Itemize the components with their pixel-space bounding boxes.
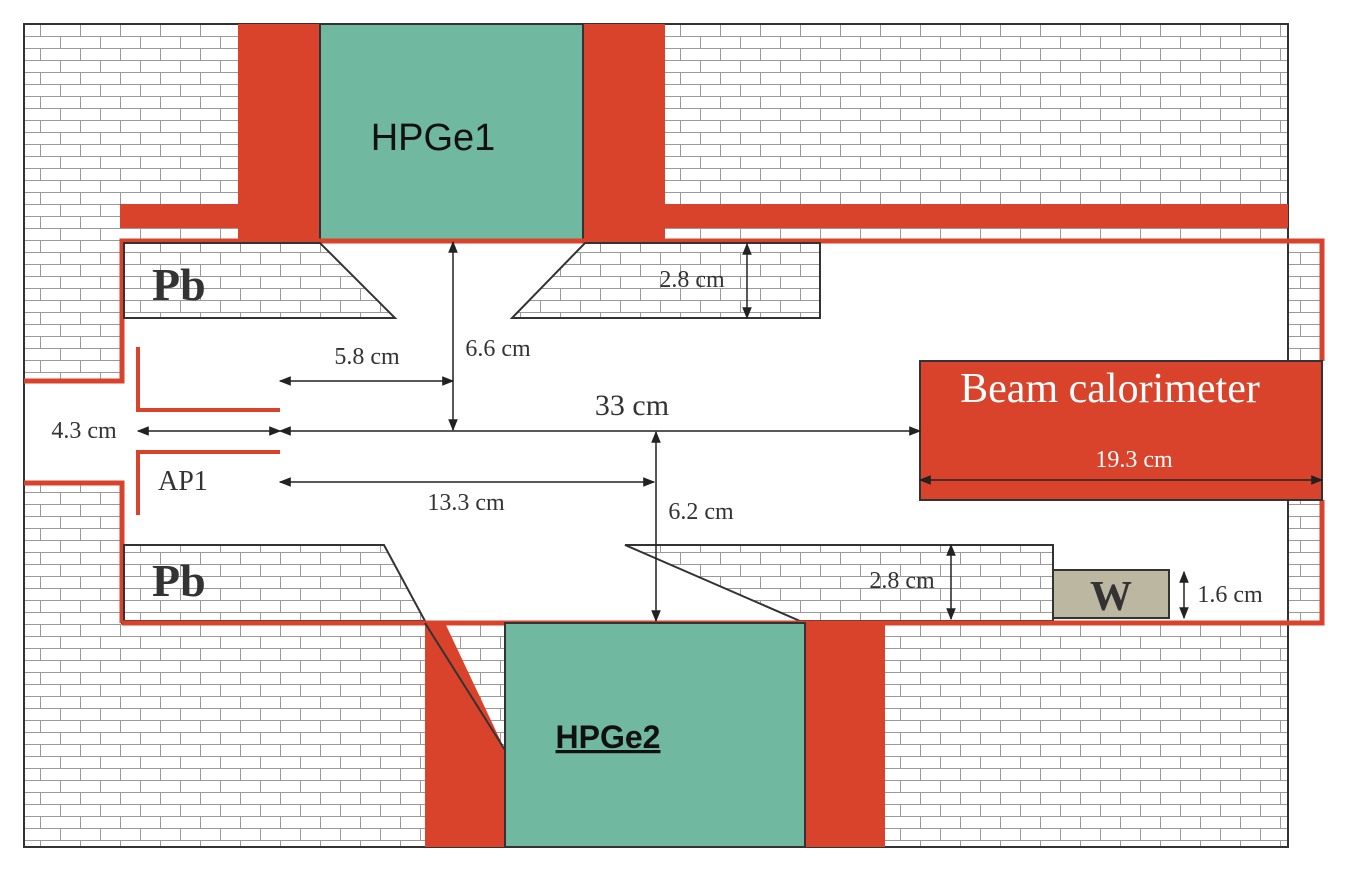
dim-collimator-bottom-label: 13.3 cm [427, 490, 505, 516]
chamber-outline-top [119, 238, 1325, 361]
dim-pb-top-label: 2.8 cm [659, 267, 725, 293]
dim-bottom-gap-label: 6.2 cm [668, 499, 734, 525]
dim-collimator-top-label: 5.8 cm [334, 344, 400, 370]
dim-w-label: 1.6 cm [1197, 582, 1263, 608]
dim-top-gap-label: 6.6 cm [465, 336, 531, 362]
pb-top-label: Pb [152, 259, 206, 310]
top-liner [120, 204, 1288, 228]
chamber-outline-left [24, 318, 125, 623]
hpge2-window-edge [424, 622, 506, 751]
dim-calorimeter-label: 19.3 cm [1095, 447, 1173, 473]
hpge2-label: HPGe2 [556, 719, 661, 755]
dim-pb-bottom-label: 2.8 cm [869, 568, 935, 594]
beam-calorimeter-label: Beam calorimeter [960, 366, 1260, 412]
ap1-label: AP1 [158, 466, 208, 497]
pb-top-block [123, 242, 821, 319]
dim-aperture-label: 4.3 cm [51, 418, 117, 444]
aperture-ap1 [136, 347, 280, 515]
hpge1-label: HPGe1 [371, 117, 496, 159]
dim-chamber-label: 33 cm [595, 389, 669, 422]
hpge2-left-sleeve [425, 623, 505, 847]
tungsten-block [1052, 569, 1170, 619]
tungsten-label: W [1090, 574, 1132, 620]
dimension-lines [136, 240, 1324, 623]
hpge2-right-sleeve [805, 623, 885, 847]
pb-bottom-label: Pb [152, 555, 206, 606]
hpge2-detector [504, 622, 806, 848]
